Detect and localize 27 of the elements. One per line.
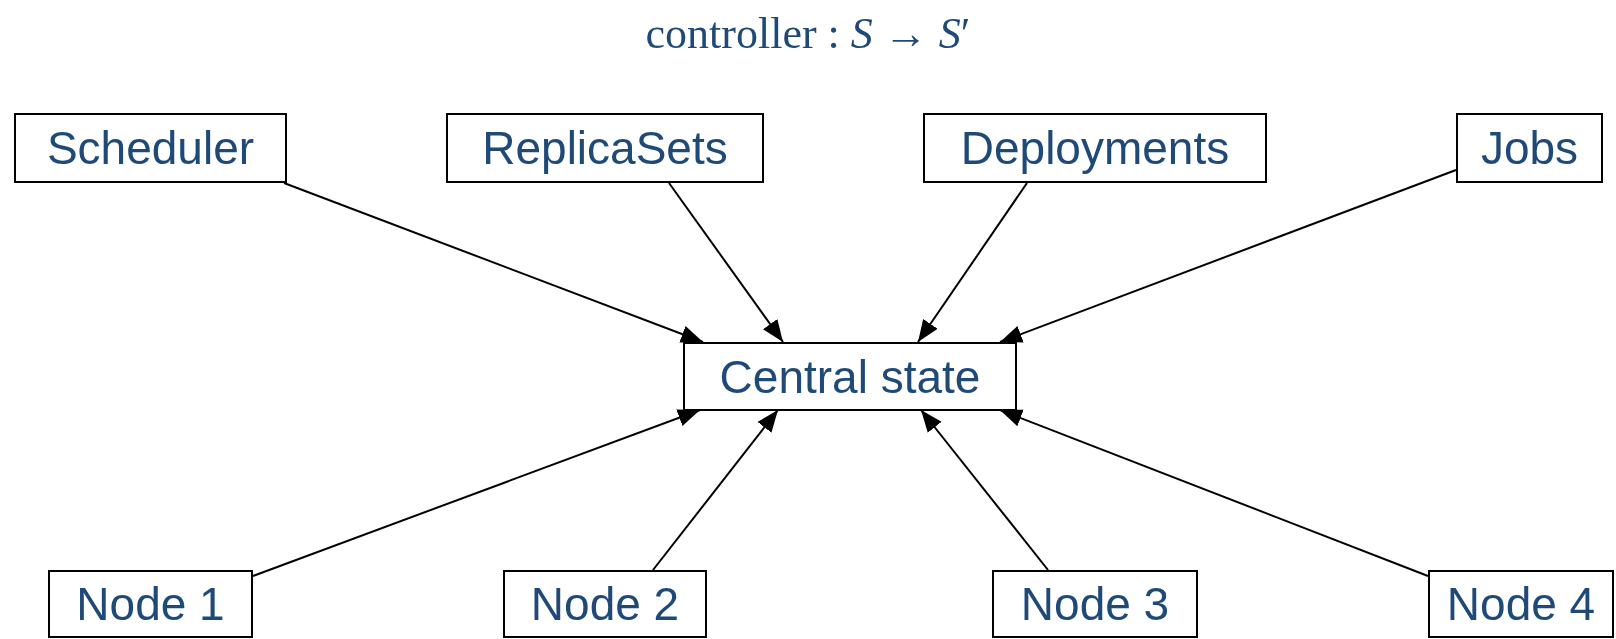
box-label: Deployments bbox=[960, 121, 1230, 175]
arrow bbox=[920, 409, 1049, 571]
box-label: Node 2 bbox=[530, 577, 680, 631]
arrow bbox=[999, 169, 1457, 343]
arrow bbox=[652, 409, 779, 571]
box-label: Scheduler bbox=[46, 121, 255, 175]
arrow bbox=[668, 182, 784, 343]
process-box bbox=[1456, 113, 1603, 183]
process-box bbox=[446, 113, 764, 183]
process-box bbox=[14, 113, 287, 183]
diagram-title: controller : S → S′ bbox=[645, 9, 971, 58]
process-box bbox=[1428, 570, 1614, 638]
box-label: Jobs bbox=[1480, 121, 1579, 175]
process-box bbox=[992, 570, 1198, 638]
box-label: Central state bbox=[719, 349, 981, 404]
box-label: Node 1 bbox=[76, 577, 225, 631]
box-label: ReplicaSets bbox=[482, 121, 728, 175]
box-label: Node 3 bbox=[1020, 577, 1170, 631]
arrow bbox=[283, 182, 704, 343]
process-box bbox=[923, 113, 1267, 183]
box-label: Node 4 bbox=[1446, 577, 1596, 631]
arrow bbox=[252, 409, 701, 577]
process-box bbox=[503, 570, 707, 638]
arrow bbox=[917, 182, 1028, 343]
process-box bbox=[48, 570, 253, 638]
arrow bbox=[999, 409, 1429, 577]
process-box bbox=[683, 342, 1017, 411]
